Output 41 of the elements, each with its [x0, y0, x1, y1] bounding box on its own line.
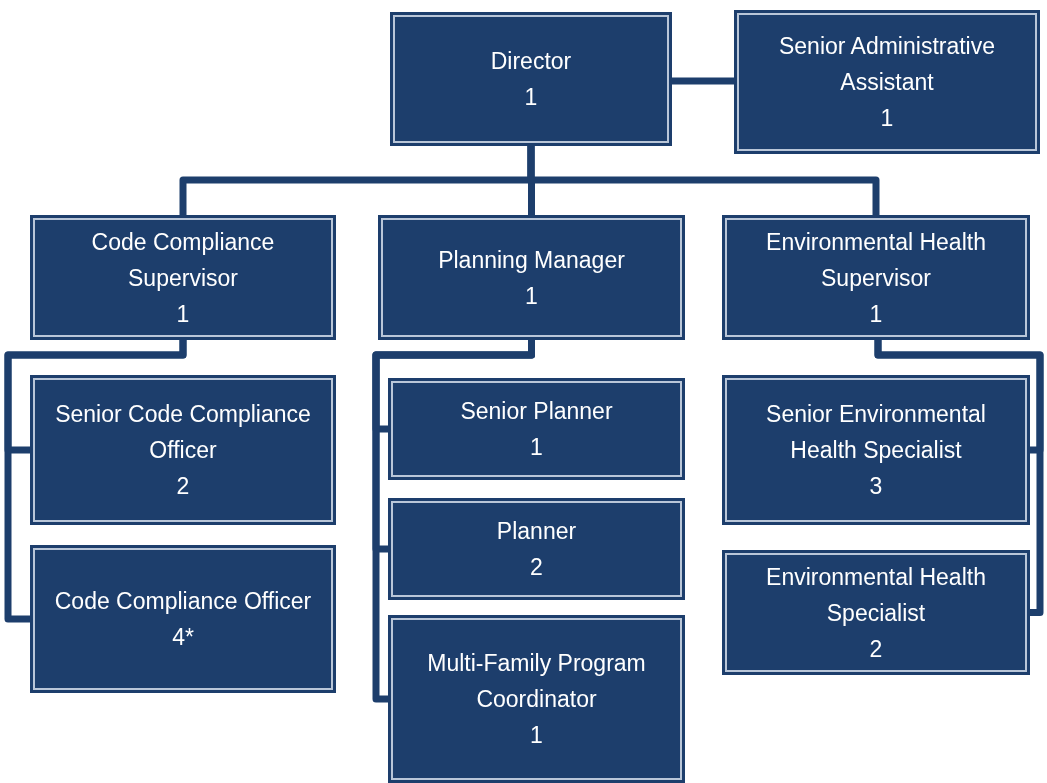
- job-title: Director: [490, 47, 572, 76]
- connector-line: [4, 340, 187, 623]
- position-box: [388, 498, 685, 600]
- connector-line: [372, 340, 535, 703]
- position-count: 1: [530, 433, 543, 462]
- position-count: 4*: [172, 623, 194, 652]
- position-box: [30, 545, 336, 693]
- connector-line: [874, 340, 1044, 616]
- job-title: Code Compliance Officer: [54, 587, 312, 616]
- job-title: Code Compliance Supervisor: [90, 227, 276, 293]
- position-box: [722, 215, 1030, 340]
- position-box: [388, 615, 685, 783]
- connector-line: [527, 146, 880, 215]
- job-title: Senior Code Compliance Officer: [54, 400, 312, 465]
- position-count: 1: [869, 299, 883, 329]
- position-box: [378, 215, 685, 340]
- position-count: 1: [524, 83, 538, 112]
- connector-line: [672, 77, 734, 85]
- position-count: 3: [869, 472, 883, 501]
- position-box: [390, 12, 672, 146]
- position-box: [30, 215, 336, 340]
- job-title: Senior Planner: [460, 397, 613, 426]
- position-count: 2: [530, 553, 543, 582]
- position-box: [734, 10, 1040, 154]
- job-title: Planning Manager: [438, 245, 625, 275]
- position-box: [722, 375, 1030, 525]
- position-box: [30, 375, 336, 525]
- job-title: Multi-Family Program Coordinator: [426, 649, 647, 714]
- position-count: 2: [176, 472, 190, 501]
- position-box: [388, 378, 685, 480]
- job-title: Environmental Health Supervisor: [765, 227, 987, 293]
- job-title: Environmental Health Specialist: [765, 562, 987, 628]
- job-title: Planner: [496, 517, 577, 546]
- position-count: 2: [869, 634, 883, 664]
- job-title: Senior Administrative Assistant: [777, 32, 996, 97]
- position-count: 1: [880, 104, 894, 133]
- position-count: 1: [176, 299, 190, 329]
- position-count: 1: [525, 281, 538, 311]
- job-title: Senior Environmental Health Specialist: [765, 400, 987, 465]
- position-box: [722, 550, 1030, 675]
- position-count: 1: [530, 721, 543, 750]
